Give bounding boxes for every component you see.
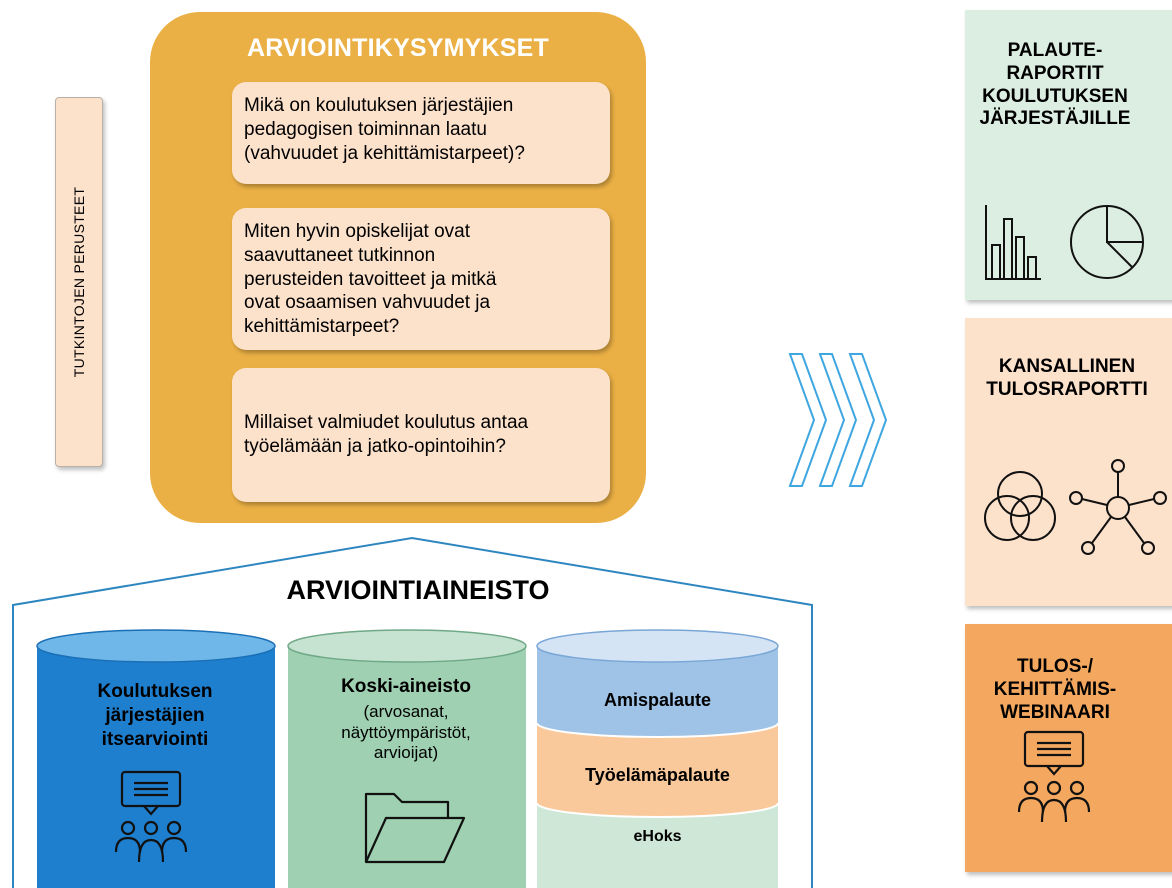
question-2: Miten hyvin opiskelijat ovat saavuttanee… (232, 208, 610, 350)
presentation-people-icon (114, 770, 188, 863)
question-1: Mikä on koulutuksen järjestäjien pedagog… (232, 82, 610, 184)
output-feedback-reports: PALAUTE- RAPORTIT KOULUTUKSEN JÄRJESTÄJI… (965, 10, 1172, 300)
chevron-arrows-icon (788, 353, 888, 487)
bar-chart-icon (985, 205, 1041, 280)
questions-box: ARVIOINTIKYSYMYKSET Mikä on koulutuksen … (150, 12, 646, 523)
layer-amispalaute: Amispalaute (603, 690, 712, 710)
question-3-text: Millaiset valmiudet koulutus antaa työel… (244, 412, 529, 457)
output-national-report: KANSALLINEN TULOSRAPORTTI (965, 318, 1172, 606)
venn-diagram-icon (984, 471, 1056, 541)
folder-icon (364, 792, 466, 864)
side-label-text: TUTKINTOJEN PERUSTEET (71, 186, 87, 378)
question-3: Millaiset valmiudet koulutus antaa työel… (232, 368, 610, 502)
cylinder-1-title: Koulutuksen järjestäjien itsearviointi (97, 681, 213, 750)
cylinder-2-title: Koski-aineisto (341, 676, 471, 697)
output-feedback-title: PALAUTE- RAPORTIT KOULUTUKSEN JÄRJESTÄJI… (979, 40, 1131, 130)
cylinder-feedback-stack (536, 629, 779, 888)
layer-ehoks: eHoks (633, 828, 682, 845)
data-section-title: ARVIOINTIAINEISTO (286, 575, 550, 605)
output-webinar: TULOS-/ KEHITTÄMIS- WEBINAARI (965, 624, 1172, 872)
pie-chart-icon (1070, 205, 1144, 279)
output-national-title: KANSALLINEN TULOSRAPORTTI (986, 356, 1148, 400)
output-webinar-title: TULOS-/ KEHITTÄMIS- WEBINAARI (993, 656, 1117, 723)
cylinder-self-evaluation (36, 629, 276, 888)
cylinder-koski-data (287, 629, 527, 888)
network-icon (1069, 459, 1167, 555)
data-house-outline (12, 536, 813, 888)
questions-title: ARVIOINTIKYSYMYKSET (247, 34, 549, 62)
side-label-box: TUTKINTOJEN PERUSTEET (55, 97, 103, 467)
layer-tyoelamapalaute: Työelämäpalaute (585, 765, 730, 785)
presentation-people-icon (1017, 730, 1091, 823)
cylinder-2-subtitle: (arvosanat, näyttöympäristöt, arvioijat) (341, 702, 471, 763)
